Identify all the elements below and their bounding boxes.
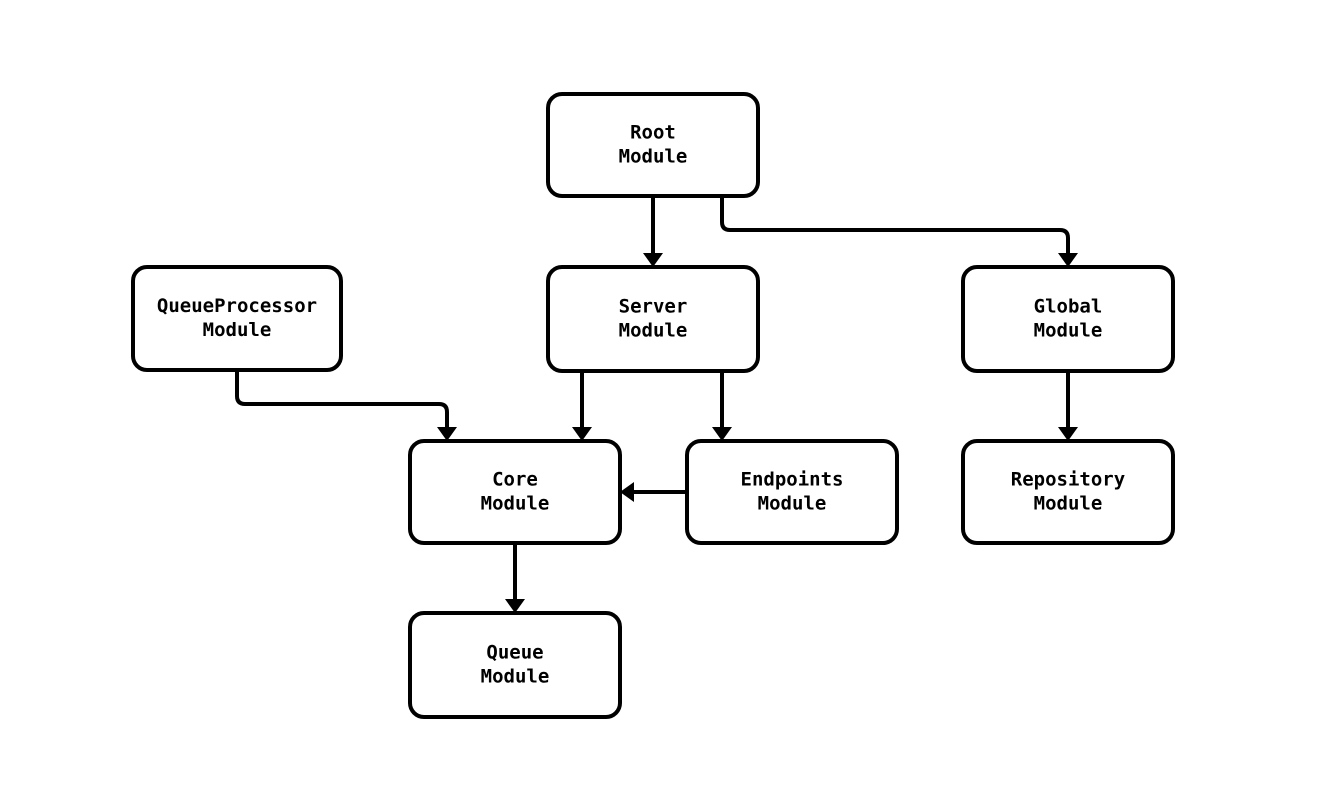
root-module-box[interactable]: [546, 92, 760, 198]
edge-endpoints-to-core-arrowhead-icon: [620, 482, 634, 502]
edge-root-to-global-line: [720, 196, 1070, 253]
core-module-label-line1: Core: [492, 469, 538, 491]
global-module-label-line1: Global: [1034, 296, 1103, 318]
edge-queueprocessor-to-core-line: [235, 370, 449, 427]
endpoints-module-label-line2: Module: [758, 493, 827, 515]
edge-server-to-core-arrowhead-icon: [572, 427, 592, 441]
edge-root-to-global-arrowhead-icon: [1058, 253, 1078, 267]
repository-module-label-line1: Repository: [1011, 469, 1125, 491]
edge-global-to-repository-arrowhead-icon: [1058, 427, 1078, 441]
edge-root-to-server-arrowhead-icon: [643, 253, 663, 267]
edge-root-to-server: [643, 196, 663, 267]
server-module-label-line1: Server: [619, 296, 688, 318]
core-module-box[interactable]: [408, 439, 622, 545]
edge-server-to-endpoints: [712, 371, 732, 441]
edge-queueprocessor-to-core-arrowhead-icon: [437, 427, 457, 441]
repository-module-label-line2: Module: [1034, 493, 1103, 515]
endpoints-module-box[interactable]: [685, 439, 899, 545]
queue-module-label-line1: Queue: [486, 642, 543, 664]
repository-module-box[interactable]: [961, 439, 1175, 545]
edge-global-to-repository: [1058, 371, 1078, 441]
queue-module-box[interactable]: [408, 611, 622, 719]
queue-module-label-line2: Module: [481, 666, 550, 688]
edge-queueprocessor-to-core: [235, 370, 457, 441]
edge-root-to-global: [720, 196, 1078, 267]
edge-server-to-endpoints-arrowhead-icon: [712, 427, 732, 441]
queueprocessor-module-box[interactable]: [131, 265, 343, 372]
root-module-label-line1: Root: [630, 122, 676, 144]
global-module-box[interactable]: [961, 265, 1175, 373]
server-module-label-line2: Module: [619, 320, 688, 342]
edge-core-to-queue: [505, 543, 525, 613]
endpoints-module-label-line1: Endpoints: [741, 469, 844, 491]
nodes-layer: RootModuleQueueProcessorModuleServerModu…: [131, 92, 1175, 719]
edge-endpoints-to-core: [620, 482, 687, 502]
core-module-label-line2: Module: [481, 493, 550, 515]
edges-layer: [235, 196, 1078, 613]
global-module-label-line2: Module: [1034, 320, 1103, 342]
queueprocessor-module-label-line1: QueueProcessor: [157, 295, 317, 317]
edge-server-to-core: [572, 371, 592, 441]
edge-core-to-queue-arrowhead-icon: [505, 599, 525, 613]
root-module-label-line2: Module: [619, 146, 688, 168]
queueprocessor-module-label-line2: Module: [203, 319, 272, 341]
server-module-box[interactable]: [546, 265, 760, 373]
